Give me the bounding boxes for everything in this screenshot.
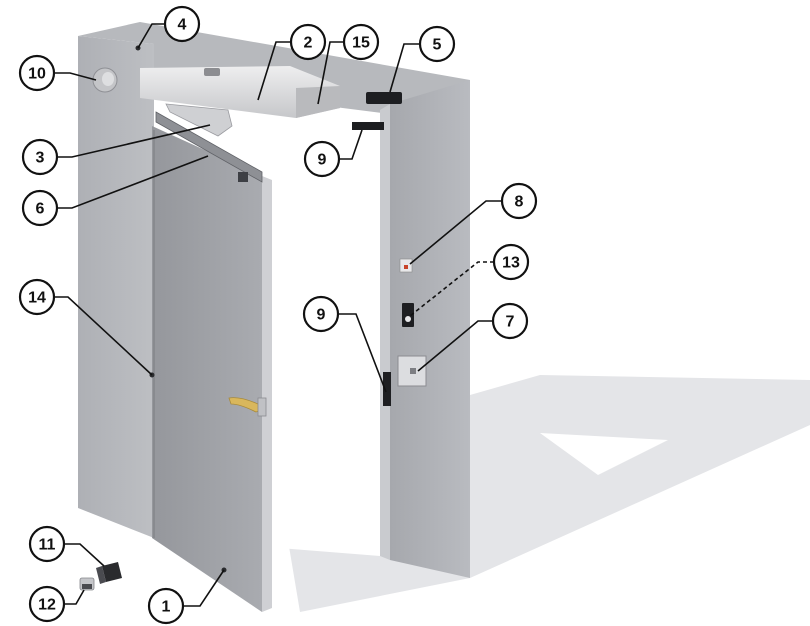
leader-14 — [54, 296, 153, 376]
svg-text:5: 5 — [433, 37, 442, 54]
svg-text:11: 11 — [39, 537, 56, 554]
callout-10: 10 — [18, 54, 56, 92]
leader-2 — [257, 41, 291, 101]
floor-stop-side — [96, 566, 106, 584]
floor-shadow-hole — [540, 433, 668, 475]
wall-stop-knob-highlight — [102, 72, 114, 86]
key-switch-indicator — [404, 265, 408, 269]
rail-end-stop — [238, 172, 248, 182]
electric-lock — [383, 372, 391, 406]
svg-text:1: 1 — [162, 599, 171, 616]
access-reader — [402, 303, 414, 327]
callout-13: 13 — [492, 243, 530, 281]
leader-9a — [339, 129, 363, 160]
wall-right-reveal — [380, 104, 390, 560]
floor-stop — [102, 562, 122, 582]
callout-3: 3 — [21, 138, 59, 176]
leader-10 — [54, 72, 97, 81]
svg-text:10: 10 — [28, 66, 46, 83]
callout-6: 6 — [21, 189, 59, 227]
svg-text:9: 9 — [318, 152, 327, 169]
leader-13 — [409, 261, 494, 317]
leader-11 — [64, 543, 105, 567]
door-leaf — [152, 126, 262, 612]
lintel-sensor — [366, 92, 402, 104]
svg-text:15: 15 — [352, 35, 370, 52]
callout-9b: 9 — [302, 295, 340, 333]
leader-1 — [184, 569, 225, 607]
operator-arm — [165, 103, 233, 137]
wall-left-jamb — [78, 36, 154, 538]
svg-text:2: 2 — [304, 35, 313, 52]
svg-text:12: 12 — [38, 597, 56, 614]
wall-right-jamb — [390, 80, 470, 578]
leader-3 — [57, 124, 211, 158]
callout-5: 5 — [418, 25, 456, 63]
floor-guide-base — [82, 584, 92, 589]
callout-15: 15 — [342, 23, 380, 61]
callout-12: 12 — [28, 585, 66, 623]
door-handle-rose — [257, 397, 267, 417]
svg-text:7: 7 — [506, 314, 515, 331]
callout-11: 11 — [28, 525, 66, 563]
svg-text:14: 14 — [28, 290, 46, 307]
leader-12 — [64, 589, 85, 605]
access-reader-led — [405, 316, 411, 322]
svg-text:3: 3 — [36, 150, 45, 167]
door-edge — [262, 176, 272, 612]
leader-7 — [417, 320, 493, 372]
callout-7: 7 — [491, 302, 529, 340]
svg-text:4: 4 — [178, 17, 187, 34]
svg-text:8: 8 — [515, 194, 524, 211]
svg-text:9: 9 — [317, 307, 326, 324]
callout-4: 4 — [163, 5, 201, 43]
leader-9b — [338, 313, 387, 393]
callout-8: 8 — [500, 182, 538, 220]
svg-text:6: 6 — [36, 201, 45, 218]
leader-15 — [317, 41, 344, 105]
operator-clip — [204, 68, 220, 76]
leader-6 — [57, 155, 209, 209]
leader-4 — [137, 23, 165, 49]
push-button-symbol — [410, 368, 416, 374]
callout-14: 14 — [18, 278, 56, 316]
top-safety-sensor — [352, 122, 384, 130]
leader-8 — [409, 200, 502, 265]
callout-9a: 9 — [303, 140, 341, 178]
door-operator — [140, 66, 340, 118]
svg-text:13: 13 — [502, 255, 520, 272]
callout-2: 2 — [289, 23, 327, 61]
leader-5 — [389, 43, 420, 93]
callout-1: 1 — [147, 587, 185, 625]
guide-rail — [155, 111, 263, 183]
